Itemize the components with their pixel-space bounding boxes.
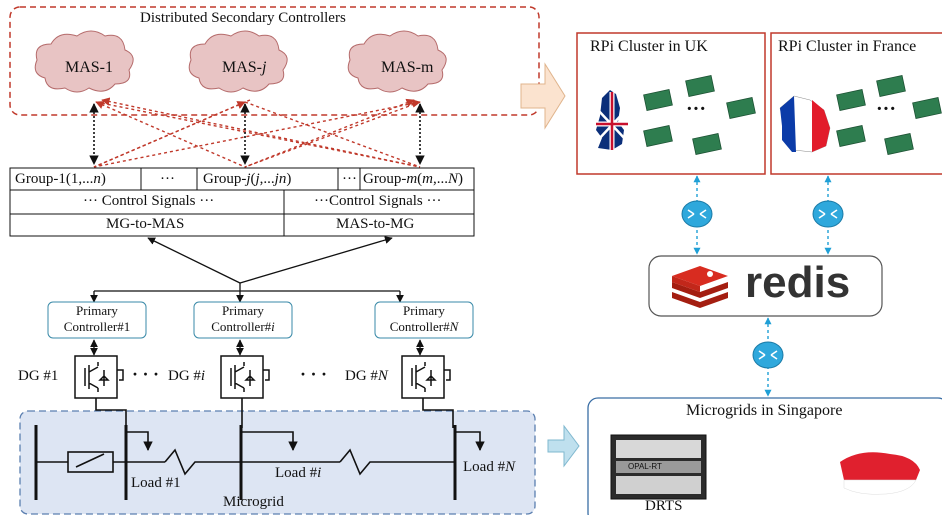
- fr-cluster-dots: ···: [876, 98, 897, 120]
- drts-label: DRTS: [645, 498, 683, 514]
- primary-controller-i: Primary Controller#i: [211, 303, 275, 334]
- signal-arrows: [90, 236, 404, 303]
- router-icon-sg: [752, 341, 784, 369]
- dg-converters: [74, 355, 445, 399]
- primary-controller-1: Primary Controller#1: [63, 303, 131, 334]
- redis-logo-icon: [672, 266, 728, 308]
- group-j-cell: Group-j(j,...jn): [203, 171, 292, 187]
- uk-cluster-dots: ···: [686, 98, 707, 120]
- microgrid-label: Microgrid: [223, 494, 284, 510]
- dg-label-i: DG #i: [168, 368, 206, 384]
- france-flag-map-icon: [779, 95, 831, 153]
- load-label-i: Load #i: [275, 465, 322, 481]
- orange-arrow: [520, 62, 566, 130]
- group-dots-1: ···: [160, 171, 175, 187]
- group-m-cell: Group-m(m,...N): [363, 171, 464, 187]
- singapore-title: Microgrids in Singapore: [686, 402, 843, 419]
- mas-cloud-m: [347, 30, 447, 93]
- dg-label-N: DG #N: [345, 368, 388, 384]
- dg-label-1: DG #1: [18, 368, 59, 384]
- uk-cluster-title: RPi Cluster in UK: [590, 38, 708, 55]
- rpi-boards-fr: [836, 74, 942, 156]
- group-1-cell: Group-1(1,...n): [15, 171, 106, 187]
- router-icon-fr: [812, 200, 844, 228]
- opal-rt-logo: OPAL-RT: [628, 462, 662, 471]
- singapore-flag-map-icon: [840, 452, 920, 495]
- primary-box-N: [374, 301, 474, 339]
- cross-links: [93, 97, 421, 168]
- primary-box-1: [47, 301, 147, 339]
- vertical-links: [89, 103, 425, 165]
- mg-to-mas-label: MG-to-MAS: [106, 216, 185, 232]
- group-table: [9, 167, 475, 237]
- router-icon-uk: [681, 200, 713, 228]
- mas-label-1: MAS-1: [65, 59, 114, 76]
- rpi-boards-uk: [643, 74, 756, 156]
- primary-controller-N: Primary Controller#N: [389, 303, 459, 334]
- dots-left: · · ·: [132, 364, 160, 384]
- drts-rack-icon: [610, 434, 707, 500]
- power-lines: [34, 398, 485, 500]
- load-label-1: Load #1: [131, 475, 181, 491]
- fr-cluster-title: RPi Cluster in France: [778, 38, 917, 55]
- blue-arrow: [547, 424, 580, 468]
- uk-flag-map-icon: [596, 90, 628, 150]
- mas-cloud-1: [34, 30, 134, 93]
- mas-cloud-j: [188, 30, 288, 93]
- redis-wordmark: redis: [745, 258, 851, 307]
- control-signals-right: ···Control Signals ···: [314, 193, 442, 209]
- dots-right: · · ·: [300, 364, 328, 384]
- controllers-frame: [9, 6, 540, 116]
- controllers-title: Distributed Secondary Controllers: [140, 10, 346, 26]
- primary-box-i: [193, 301, 293, 339]
- mas-to-mg-label: MAS-to-MG: [336, 216, 415, 232]
- mas-label-m: MAS-m: [381, 59, 434, 76]
- control-signals-left: ··· Control Signals ···: [83, 193, 215, 209]
- load-label-N: Load #N: [463, 459, 516, 475]
- group-dots-2: ···: [342, 171, 357, 187]
- mas-label-j: MAS-j: [222, 59, 267, 76]
